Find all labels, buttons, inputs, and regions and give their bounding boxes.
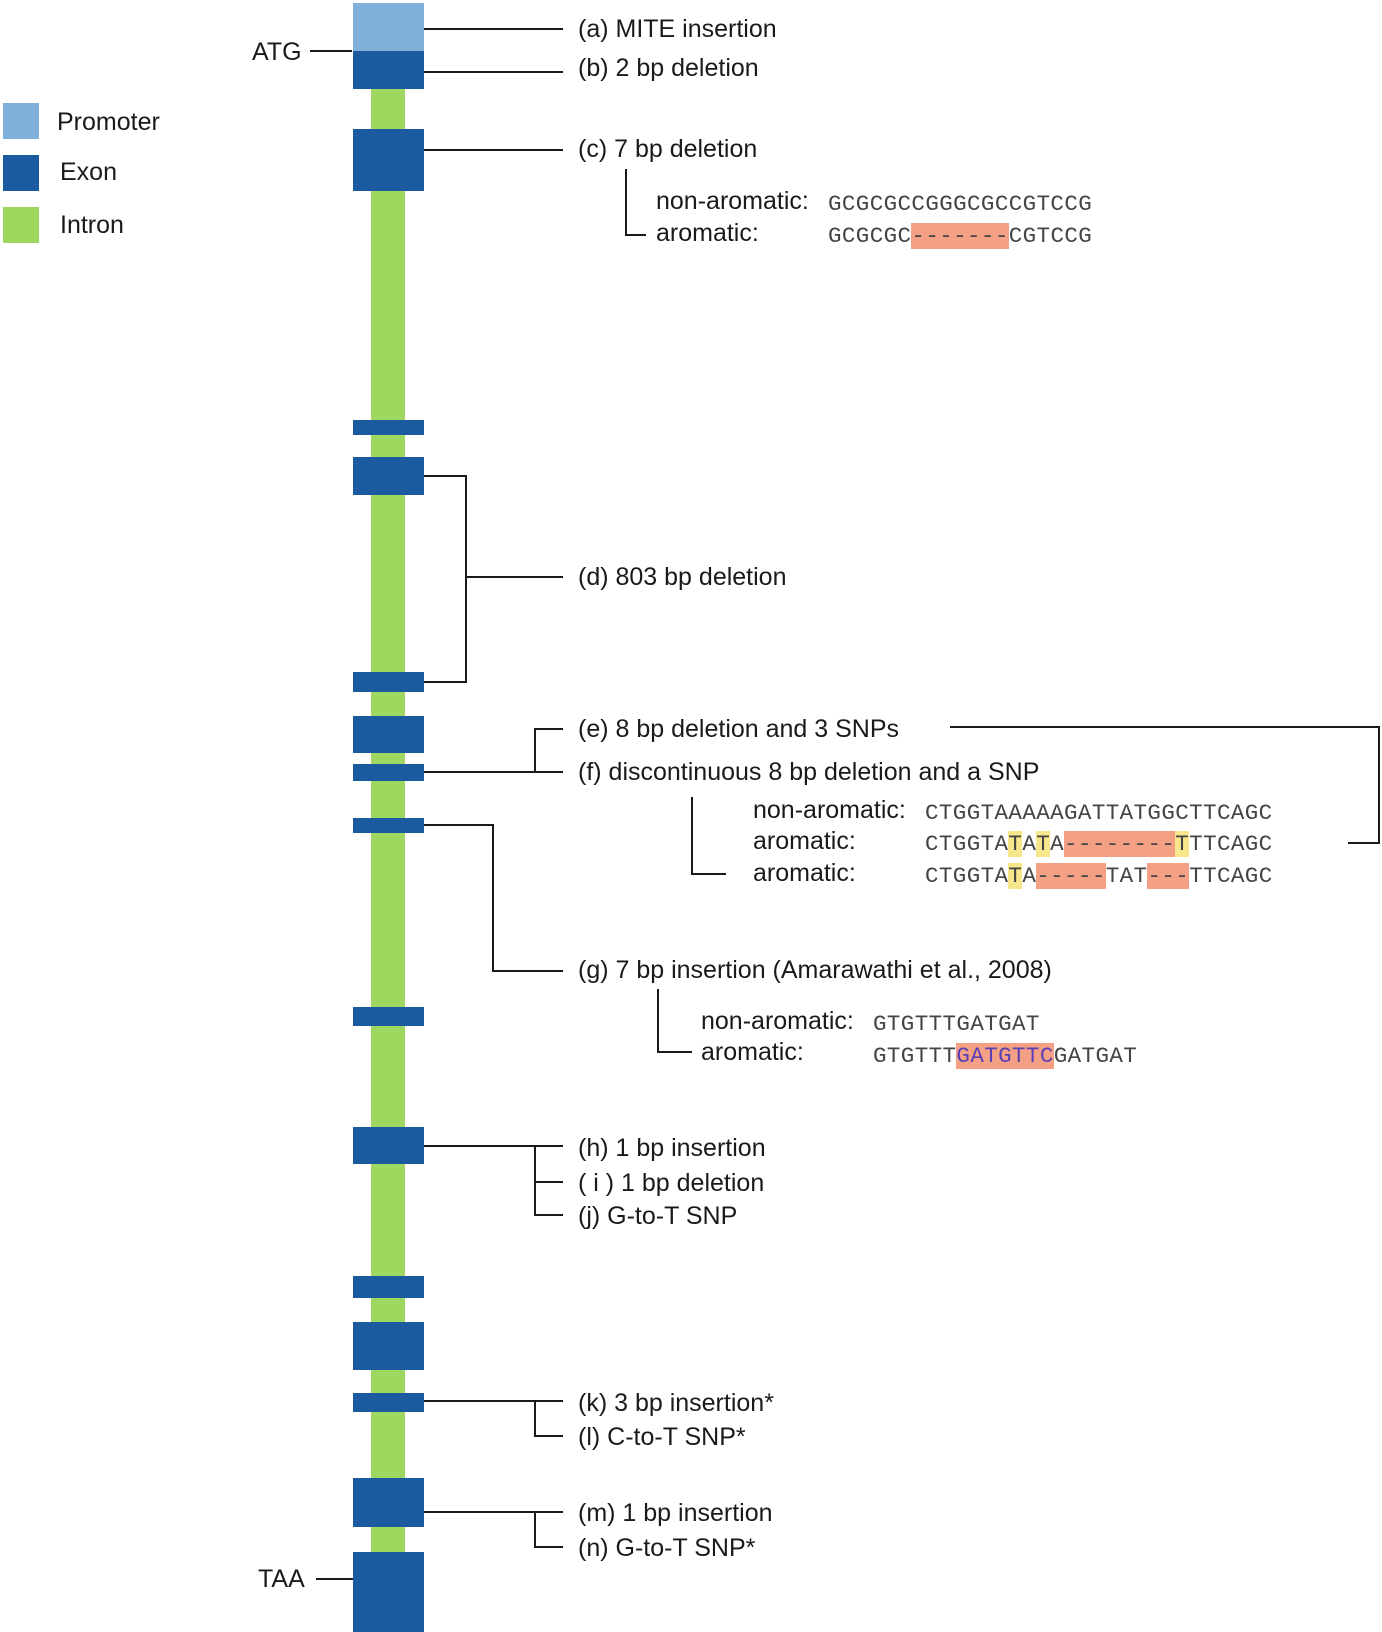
exon-7 [353,764,424,781]
snp-highlight: T [1036,831,1051,857]
alignment-ef-aromatic-1-label: aromatic: [753,827,856,855]
annotation-b: (b) 2 bp deletion [578,54,759,82]
exon-12 [353,1322,424,1370]
connector-g [424,824,563,972]
alignment-c-nonaromatic-seq: GCGCGCCGGGCGCCGTCCG [828,191,1093,217]
seq-segment: GATGAT [1053,1043,1138,1069]
exon-14 [353,1478,424,1527]
seq-segment: TTCAGC [1189,831,1273,857]
seq-segment: CTGGTA [925,831,1009,857]
legend-promoter-swatch [3,103,39,139]
exon-1 [353,51,424,89]
exon-5 [353,672,424,692]
seq-segment: A [1022,863,1037,889]
annotation-c: (c) 7 bp deletion [578,135,758,163]
seq-segment: A [1050,831,1065,857]
alignment-ef-aromatic-1-seq: CTGGTATATA--------TTTCAGC [925,831,1273,857]
legend-exon-label: Exon [60,158,117,186]
snp-highlight: T [1175,831,1190,857]
exon-9 [353,1007,424,1026]
alignment-g-aromatic-label: aromatic: [701,1038,804,1066]
annotation-m: (m) 1 bp insertion [578,1499,773,1527]
exon-11 [353,1276,424,1298]
bracket-g [657,989,692,1053]
snp-highlight: T [1008,863,1023,889]
annotation-k: (k) 3 bp insertion* [578,1389,774,1417]
legend-promoter-label: Promoter [57,108,160,136]
snp-highlight: T [1008,831,1023,857]
alignment-ef-nonaromatic-label: non-aromatic: [753,796,906,824]
insertion-highlight: GATGTTC [956,1043,1054,1069]
deletion-highlight: ------- [911,223,1009,249]
annotation-g: (g) 7 bp insertion (Amarawathi et al., 2… [578,956,1052,984]
exon-8 [353,818,424,833]
seq-segment: GTGTTT [873,1043,957,1069]
bracket-f [691,797,726,875]
deletion-highlight: -------- [1064,831,1176,857]
annotation-h: (h) 1 bp insertion [578,1134,766,1162]
alignment-ef-aromatic-2-label: aromatic: [753,859,856,887]
exon-10 [353,1127,424,1164]
alignment-c-nonaromatic-label: non-aromatic: [656,187,809,215]
exon-13 [353,1393,424,1412]
bracket-c [625,169,646,236]
bracket-kl [534,1401,563,1437]
seq-segment: CTGGTA [925,863,1009,889]
annotation-f: (f) discontinuous 8 bp deletion and a SN… [578,758,1040,786]
stop-codon-label: TAA [258,1565,305,1593]
alignment-ef-aromatic-2-seq: CTGGTATA-----TAT---TTCAGC [925,863,1273,889]
legend-intron-swatch [3,207,39,243]
exon-4 [353,457,424,495]
alignment-g-nonaromatic-seq: GTGTTTGATGAT [873,1011,1040,1037]
seq-segment: TAT [1105,863,1148,889]
annotation-a: (a) MITE insertion [578,15,777,43]
seq-segment: A [1022,831,1037,857]
deletion-highlight: ----- [1036,863,1106,889]
exon-2 [353,129,424,191]
promoter-block [353,3,424,51]
deletion-highlight: --- [1147,863,1190,889]
annotation-n: (n) G-to-T SNP* [578,1534,756,1562]
legend-intron-label: Intron [60,211,124,239]
annotation-e: (e) 8 bp deletion and 3 SNPs [578,715,900,743]
seq-segment: CGTCCG [1008,223,1093,249]
alignment-c-aromatic-label: aromatic: [656,219,759,247]
annotation-j: (j) G-to-T SNP [578,1202,738,1230]
bracket-d [424,475,467,683]
connector-e-sequence [950,726,1380,844]
bracket-ef [534,728,563,773]
legend-exon-swatch [3,155,39,191]
annotation-d: (d) 803 bp deletion [578,563,787,591]
bracket-hij [534,1146,563,1216]
annotation-i: ( i ) 1 bp deletion [578,1169,765,1197]
alignment-c-aromatic-seq: GCGCGC-------CGTCCG [828,223,1093,249]
alignment-g-aromatic-seq: GTGTTTGATGTTCGATGAT [873,1043,1138,1069]
alignment-g-nonaromatic-label: non-aromatic: [701,1007,854,1035]
bracket-mn [534,1512,563,1548]
exon-3 [353,420,424,435]
exon-15 [353,1552,424,1632]
annotation-l: (l) C-to-T SNP* [578,1423,746,1451]
seq-segment: GCGCGC [828,223,912,249]
seq-segment: TTCAGC [1189,863,1273,889]
alignment-ef-nonaromatic-seq: CTGGTAAAAAGATTATGGCTTCAGC [925,800,1273,826]
exon-6 [353,716,424,753]
start-codon-label: ATG [252,38,302,66]
